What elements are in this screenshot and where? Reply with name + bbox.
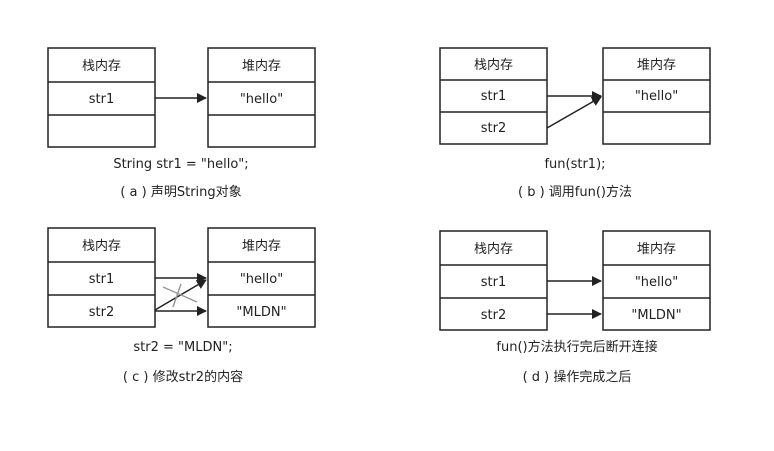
heap-box: 堆内存 "hello" "MLDN": [602, 230, 711, 331]
stack-box: 栈内存 str1 str2: [439, 230, 548, 331]
code-line: fun(str1);: [544, 157, 605, 172]
code-line: fun()方法执行完后断开连接: [496, 339, 657, 355]
panel-caption: ( c ) 修改str2的内容: [123, 369, 243, 385]
heap-box: 堆内存 "hello": [602, 47, 711, 145]
heap-box-border: [602, 47, 711, 145]
stack-cell-str1: str1: [481, 89, 507, 104]
heap-header: 堆内存: [637, 57, 676, 73]
panel-caption: ( a ) 声明String对象: [120, 185, 241, 200]
heap-cell-hello: "hello": [635, 89, 678, 104]
stack-box: 栈内存 str1 str2: [47, 227, 156, 328]
heap-box-border: [207, 47, 316, 148]
heap-header: 堆内存: [242, 58, 281, 74]
panel-caption: ( b ) 调用fun()方法: [518, 184, 632, 200]
heap-cell-mldn: "MLDN": [236, 305, 286, 320]
heap-cell-hello: "hello": [240, 92, 283, 107]
stack-cell-str2: str2: [89, 305, 115, 320]
reference-arrow-str2-hello: [546, 96, 602, 129]
heap-cell-hello: "hello": [240, 272, 283, 287]
code-line: String str1 = "hello";: [113, 157, 248, 172]
stack-header: 栈内存: [474, 57, 513, 73]
stack-header: 栈内存: [82, 238, 121, 254]
panel-b: 栈内存 str1 str2 堆内存 "hello" fun(str1); ( b…: [439, 47, 711, 200]
stack-cell-str1: str1: [481, 275, 507, 290]
panel-caption: ( d ) 操作完成之后: [523, 369, 632, 385]
stack-header: 栈内存: [474, 241, 513, 257]
cross-mark-icon: [162, 283, 198, 308]
heap-cell-mldn: "MLDN": [631, 308, 681, 323]
stack-cell-str2: str2: [481, 121, 507, 136]
panel-a: 栈内存 str1 堆内存 "hello" String str1 = "hell…: [47, 47, 316, 200]
heap-box: 堆内存 "hello" "MLDN": [207, 227, 316, 328]
stack-header: 栈内存: [82, 58, 121, 74]
heap-header: 堆内存: [242, 238, 281, 254]
heap-cell-hello: "hello": [635, 275, 678, 290]
heap-header: 堆内存: [637, 241, 676, 257]
heap-box: 堆内存 "hello": [207, 47, 316, 148]
stack-box: 栈内存 str1 str2: [439, 47, 548, 145]
panel-c: 栈内存 str1 str2 堆内存 "hello" "MLDN" str2 = …: [47, 227, 316, 385]
stack-cell-str1: str1: [89, 272, 115, 287]
stack-cell-str2: str2: [481, 308, 507, 323]
panel-d: 栈内存 str1 str2 堆内存 "hello" "MLDN" fun()方法…: [439, 230, 711, 385]
stack-cell-str1: str1: [89, 92, 115, 107]
heap-box-border: [602, 230, 711, 331]
stack-box: 栈内存 str1: [47, 47, 156, 148]
code-line: str2 = "MLDN";: [133, 340, 232, 355]
heap-box-border: [207, 227, 316, 328]
